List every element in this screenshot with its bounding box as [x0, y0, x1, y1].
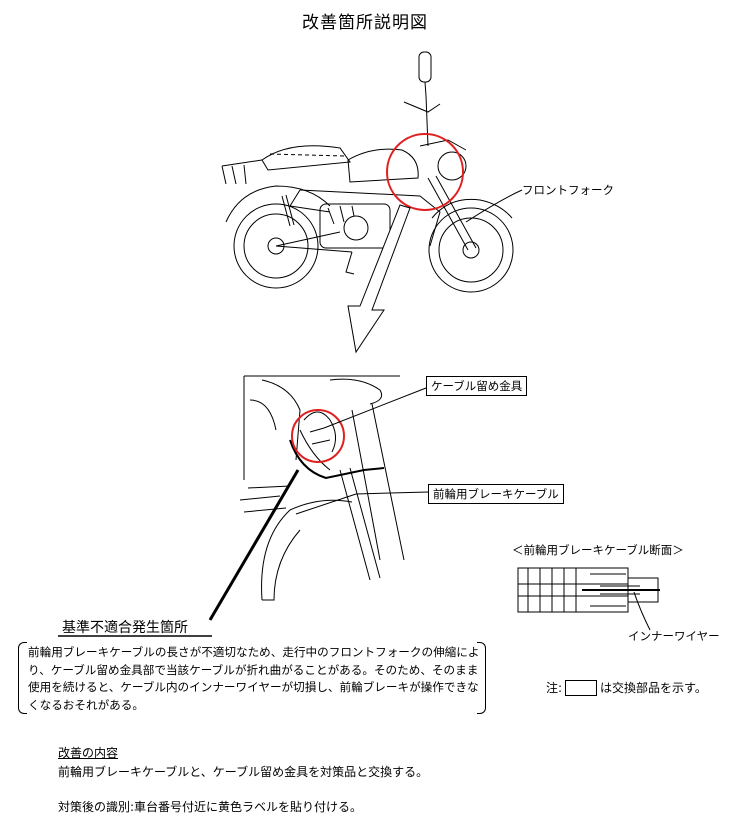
front-brake-cable-label: 前輪用ブレーキケーブル [428, 484, 564, 504]
identification-text: 対策後の識別:車台番号付近に黄色ラベルを貼り付ける。 [58, 800, 363, 814]
description-bracket-right [477, 642, 486, 714]
cable-cross-section [517, 567, 660, 631]
improvement-text: 前輪用ブレーキケーブルと、ケーブル留め金具を対策品と交換する。 [58, 765, 429, 779]
front-fork-label: フロントフォーク [522, 183, 614, 197]
closeup-highlight-circle [291, 409, 345, 463]
inner-wire-label: インナーワイヤー [628, 629, 720, 643]
description-bracket-left [18, 642, 27, 714]
defect-description: 前輪用ブレーキケーブルの長さが不適切なため、走行中のフロントフォークの伸縮により… [28, 645, 480, 712]
replacement-note: 注: は交換部品を示す。 [546, 679, 707, 696]
replacement-part-swatch [565, 679, 598, 696]
cross-section-title: ＜前輪用ブレーキケーブル断面＞ [512, 543, 684, 557]
note-prefix: 注: [546, 681, 563, 695]
improvement-heading: 改善の内容 [58, 746, 119, 760]
note-suffix: は交換部品を示す。 [600, 681, 707, 695]
defect-heading: 基準不適合発生箇所 [62, 620, 188, 636]
overview-highlight-circle [386, 133, 464, 211]
cable-clamp-label: ケーブル留め金具 [426, 376, 528, 396]
page-title: 改善箇所説明図 [302, 13, 428, 33]
